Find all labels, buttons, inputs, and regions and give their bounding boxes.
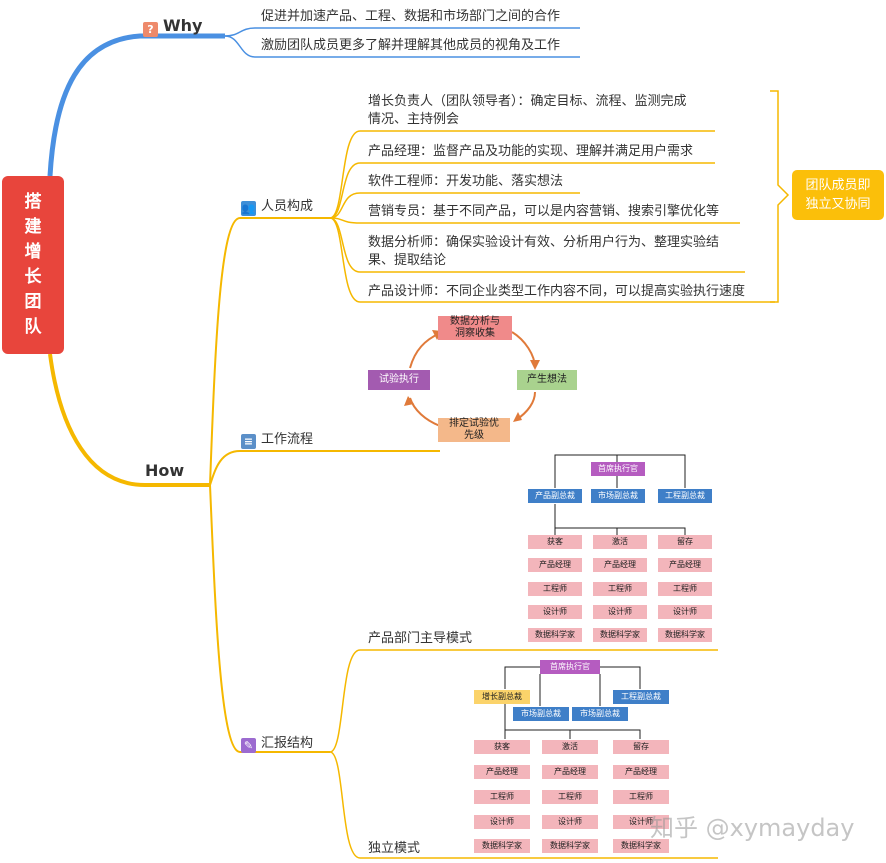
org2-cell: 获客 <box>474 740 530 754</box>
org2-cell: 工程师 <box>474 790 530 804</box>
org1-cell: 设计师 <box>528 605 582 619</box>
org1-vp: 市场副总裁 <box>591 489 645 503</box>
org2-cell: 工程师 <box>613 790 669 804</box>
root-char: 团 <box>24 292 42 312</box>
org1-cell: 设计师 <box>593 605 647 619</box>
org1-cell: 设计师 <box>658 605 712 619</box>
member-item: 数据分析师：确保实验设计有效、分析用户行为、整理实验结 果、提取结论 <box>368 234 719 270</box>
org2-cell: 产品经理 <box>474 765 530 779</box>
org1-cell: 获客 <box>528 535 582 549</box>
root-char: 搭 <box>24 192 42 212</box>
product-led-label: 产品部门主导模式 <box>368 631 473 646</box>
org1-cell: 激活 <box>593 535 647 549</box>
org2-eng-vp: 工程副总裁 <box>613 690 669 704</box>
org1-vp: 产品副总裁 <box>528 489 582 503</box>
people-icon: 👥 <box>241 201 256 216</box>
org1-cell: 工程师 <box>593 582 647 596</box>
members-branch: 👥 人员构成 <box>241 198 313 216</box>
org1-cell: 产品经理 <box>528 558 582 572</box>
root-char: 建 <box>24 217 42 237</box>
org2-cell: 产品经理 <box>542 765 598 779</box>
member-line: 数据分析师：确保实验设计有效、分析用户行为、整理实验结 <box>368 235 720 250</box>
org1-vp: 工程副总裁 <box>658 489 712 503</box>
org2-cell: 数据科学家 <box>542 839 598 853</box>
org2-ceo: 首席执行官 <box>540 660 600 674</box>
org2-cell: 数据科学家 <box>474 839 530 853</box>
cycle-node-bottom: 排定试验优先级 <box>438 418 510 442</box>
cycle-line: 先级 <box>464 430 484 441</box>
member-line: 果、提取结论 <box>368 253 447 268</box>
org2-cell: 设计师 <box>474 815 530 829</box>
summary-line: 独立又协同 <box>805 197 871 212</box>
org1-cell: 留存 <box>658 535 712 549</box>
org1-cell: 产品经理 <box>658 558 712 572</box>
org1-cell: 数据科学家 <box>658 628 712 642</box>
org2-cell: 数据科学家 <box>613 839 669 853</box>
org2-cell: 设计师 <box>613 815 669 829</box>
org2-vp: 市场副总裁 <box>572 707 628 721</box>
org1-cell: 产品经理 <box>593 558 647 572</box>
org1-cell: 工程师 <box>658 582 712 596</box>
member-item: 产品设计师：不同企业类型工作内容不同，可以提高实验执行速度 <box>368 284 746 299</box>
org2-cell: 工程师 <box>542 790 598 804</box>
org2-cell: 留存 <box>613 740 669 754</box>
member-item: 营销专员：基于不同产品，可以是内容营销、搜索引擎优化等 <box>368 204 720 219</box>
member-line: 增长负责人（团队领导者）：确定目标、流程、监测完成 <box>368 94 687 109</box>
cycle-line: 洞察收集 <box>455 328 495 339</box>
pencil-icon: ✎ <box>241 738 256 753</box>
member-item: 增长负责人（团队领导者）：确定目标、流程、监测完成 情况、主持例会 <box>368 93 687 129</box>
org1-cell: 数据科学家 <box>528 628 582 642</box>
org2-cell: 激活 <box>542 740 598 754</box>
question-icon: ? <box>143 22 158 37</box>
reporting-label: 汇报结构 <box>261 736 314 751</box>
independent-label: 独立模式 <box>368 841 421 856</box>
org2-growth-vp: 增长副总裁 <box>474 690 530 704</box>
reporting-branch: ✎ 汇报结构 <box>241 735 313 753</box>
root-char: 长 <box>24 267 42 287</box>
cycle-line: 数据分析与 <box>450 316 500 327</box>
why-label: Why <box>163 16 203 35</box>
why-item: 促进并加速产品、工程、数据和市场部门之间的合作 <box>261 9 561 24</box>
cycle-node-left: 试验执行 <box>368 370 430 390</box>
document-icon: ≡ <box>241 434 256 449</box>
member-item: 软件工程师：开发功能、落实想法 <box>368 174 564 189</box>
summary-badge: 团队成员即 独立又协同 <box>792 170 884 220</box>
cycle-node-top: 数据分析与洞察收集 <box>438 316 512 340</box>
root-char: 队 <box>24 317 42 337</box>
org1-cell: 工程师 <box>528 582 582 596</box>
workflow-branch: ≡ 工作流程 <box>241 431 313 449</box>
cycle-line: 排定试验优 <box>449 418 499 429</box>
org1-cell: 数据科学家 <box>593 628 647 642</box>
watermark: 知乎 @xymayday <box>650 814 855 842</box>
workflow-label: 工作流程 <box>261 432 314 447</box>
how-label: How <box>145 461 185 480</box>
cycle-node-right: 产生想法 <box>517 370 577 390</box>
member-line: 情况、主持例会 <box>368 112 460 127</box>
root-char: 增 <box>24 242 42 262</box>
org2-cell: 产品经理 <box>613 765 669 779</box>
org2-vp: 市场副总裁 <box>513 707 569 721</box>
org1-ceo: 首席执行官 <box>591 462 645 476</box>
root-node: 搭 建 增 长 团 队 <box>2 176 64 354</box>
org2-cell: 设计师 <box>542 815 598 829</box>
why-item: 激励团队成员更多了解并理解其他成员的视角及工作 <box>261 38 561 53</box>
member-item: 产品经理：监督产品及功能的实现、理解并满足用户需求 <box>368 144 694 159</box>
members-label: 人员构成 <box>261 199 314 214</box>
why-branch: ? Why <box>143 16 202 37</box>
summary-line: 团队成员即 <box>805 178 871 193</box>
